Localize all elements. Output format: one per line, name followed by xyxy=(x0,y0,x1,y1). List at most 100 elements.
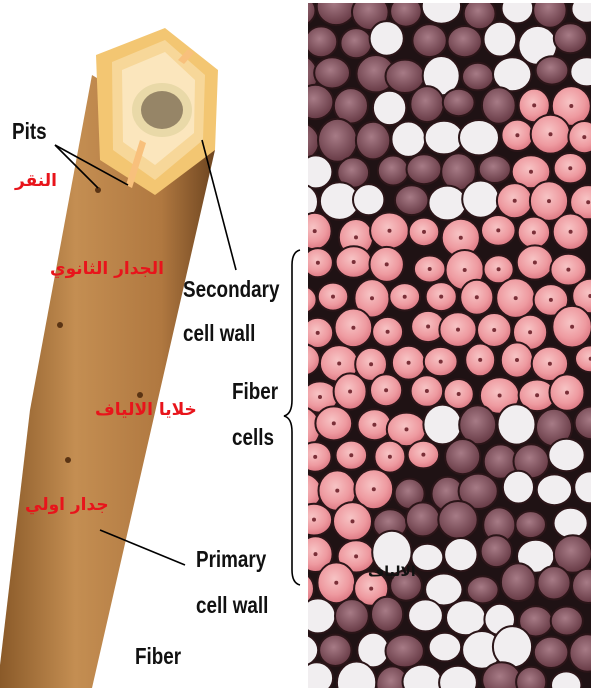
tissue-cell xyxy=(515,511,546,538)
tissue-cell xyxy=(493,626,532,667)
cell-lumen-dot xyxy=(582,135,586,139)
cell-lumen-dot xyxy=(478,358,482,362)
cell-lumen-dot xyxy=(351,326,355,330)
tissue-cell xyxy=(299,155,332,188)
tissue-cell xyxy=(498,404,536,444)
cell-lumen-dot xyxy=(428,267,432,271)
cell-lumen-dot xyxy=(586,200,590,204)
tissue-cell xyxy=(533,0,566,28)
cell-lumen-dot xyxy=(316,261,320,265)
tissue-cell xyxy=(407,154,442,184)
tissue-cell xyxy=(503,471,534,504)
tissue-cell xyxy=(301,662,334,688)
tissue-cell xyxy=(395,185,429,215)
cell-lumen-dot xyxy=(354,235,358,239)
cell-lumen-dot xyxy=(312,518,316,522)
tissue-cell xyxy=(481,535,512,567)
cell-lumen-dot xyxy=(300,490,304,494)
cell-lumen-dot xyxy=(369,587,373,591)
cell-lumen-dot xyxy=(565,391,569,395)
fiber-cell xyxy=(286,286,316,313)
cell-lumen-dot xyxy=(334,581,338,585)
tissue-cell xyxy=(305,26,337,57)
lumen-core xyxy=(141,91,183,129)
cell-lumen-dot xyxy=(457,392,461,396)
cell-lumen-dot xyxy=(372,487,376,491)
fiber-cell xyxy=(568,121,591,153)
cell-lumen-dot xyxy=(403,295,407,299)
fiber-cells-bracket xyxy=(284,250,300,585)
tissue-cell xyxy=(479,155,511,183)
tissue-cell xyxy=(554,508,588,539)
cell-lumen-dot xyxy=(422,230,426,234)
tissue-cell xyxy=(448,26,482,57)
tissue-cell xyxy=(462,181,499,218)
cell-lumen-dot xyxy=(497,267,501,271)
tissue-cell xyxy=(410,86,444,122)
pit-dot xyxy=(137,392,143,398)
tissue-cell xyxy=(412,544,444,571)
secondary-wall-pointer-line xyxy=(202,140,236,270)
cell-lumen-dot xyxy=(498,394,502,398)
secondary-wall-label-line1: Secondary xyxy=(183,278,279,301)
cell-lumen-dot xyxy=(299,426,303,430)
tissue-cell xyxy=(534,637,569,668)
cell-lumen-dot xyxy=(439,360,443,364)
pit-dot xyxy=(57,322,63,328)
cell-lumen-dot xyxy=(533,261,537,265)
tissue-cell xyxy=(446,600,486,635)
tissue-cell xyxy=(412,24,446,57)
cell-lumen-dot xyxy=(528,330,532,334)
tissue-cell xyxy=(300,598,335,633)
cell-lumen-dot xyxy=(405,427,409,431)
primary-wall-label-arabic: جدار اولي xyxy=(25,497,109,514)
fiber-cells-label-line1: Fiber xyxy=(232,380,278,403)
cell-lumen-dot xyxy=(566,268,570,272)
cell-lumen-dot xyxy=(296,587,300,591)
fiber-cells-label-arabic: خلايا الالياف xyxy=(95,402,197,419)
tissue-cell xyxy=(423,405,461,445)
tissue-cell xyxy=(428,186,466,221)
tissue-cell xyxy=(554,23,587,53)
fiber-label: Fiber xyxy=(135,645,181,668)
cell-lumen-dot xyxy=(569,104,573,108)
cell-lumen-dot xyxy=(335,489,339,493)
cell-lumen-dot xyxy=(515,358,519,362)
tissue-cell xyxy=(335,599,369,633)
primary-wall-label-line2: cell wall xyxy=(196,594,268,617)
tissue-cell xyxy=(297,85,333,119)
cell-lumen-dot xyxy=(549,298,553,302)
cell-lumen-dot xyxy=(316,331,320,335)
tissue-cell xyxy=(537,474,572,505)
micrograph-panel xyxy=(279,0,591,688)
tissue-cell xyxy=(548,439,584,472)
tissue-cell xyxy=(284,0,315,26)
tissue-cell xyxy=(279,634,318,667)
tissue-cell xyxy=(467,576,499,603)
cell-lumen-dot xyxy=(313,229,317,233)
tissue-cell xyxy=(482,87,516,123)
cell-lumen-dot xyxy=(384,388,388,392)
tissue-cell xyxy=(537,566,570,599)
cell-lumen-dot xyxy=(426,325,430,329)
cell-lumen-dot xyxy=(337,362,341,366)
cell-lumen-dot xyxy=(456,328,460,332)
tissue-cell xyxy=(516,667,546,688)
cell-lumen-dot xyxy=(496,228,500,232)
cell-lumen-dot xyxy=(459,236,463,240)
cell-lumen-dot xyxy=(568,166,572,170)
cell-lumen-dot xyxy=(529,170,533,174)
fiber-cells-label-line2: cells xyxy=(232,426,274,449)
tissue-cell xyxy=(438,501,477,539)
tissue-cell xyxy=(318,119,357,162)
pit-dot xyxy=(65,457,71,463)
cell-lumen-dot xyxy=(421,453,425,457)
cell-lumen-dot xyxy=(532,231,536,235)
tissue-cell xyxy=(340,28,371,58)
cell-lumen-dot xyxy=(513,199,517,203)
tissue-cell xyxy=(356,122,390,160)
cell-lumen-dot xyxy=(386,330,390,334)
cell-lumen-dot xyxy=(369,362,373,366)
cell-lumen-dot xyxy=(547,199,551,203)
cell-lumen-dot xyxy=(370,296,374,300)
